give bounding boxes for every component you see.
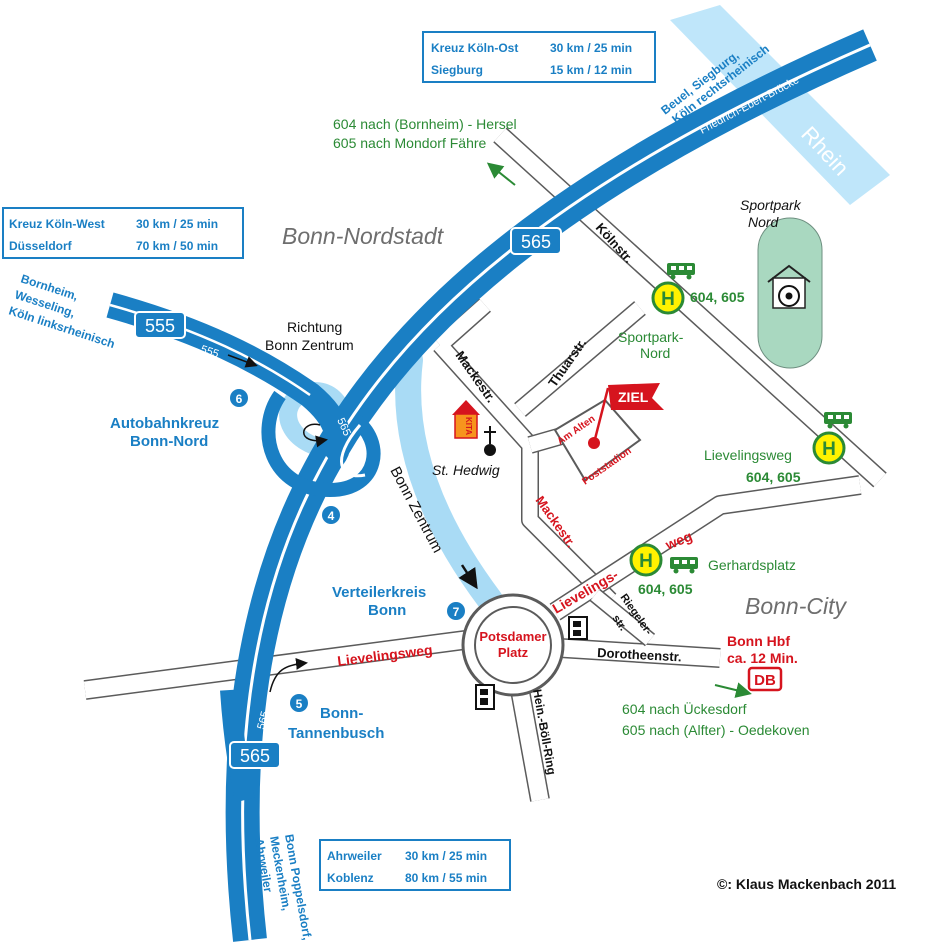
svg-text:565: 565 bbox=[240, 746, 270, 766]
svg-text:ca. 12 Min.: ca. 12 Min. bbox=[727, 650, 798, 666]
bus-stop-sportpark: H 604, 605 Sportpark- Nord bbox=[618, 263, 745, 361]
svg-text:604, 605: 604, 605 bbox=[746, 469, 801, 485]
highway-shield-565-bottom: 565 bbox=[229, 741, 281, 769]
fuel-station-icon bbox=[475, 684, 495, 710]
ramp-555-label: 555 bbox=[199, 343, 220, 360]
bus-stop-gerhardsplatz: H Gerhardsplatz 604, 605 bbox=[629, 543, 796, 597]
svg-text:Ahrweiler: Ahrweiler bbox=[327, 849, 382, 863]
bus-info-top: 604 nach (Bornheim) - Hersel 605 nach Mo… bbox=[333, 116, 517, 186]
kita-icon: KITA bbox=[452, 400, 480, 439]
church-icon: St. Hedwig bbox=[432, 426, 500, 478]
svg-text:604, 605: 604, 605 bbox=[690, 289, 745, 305]
svg-text:30 km / 25 min: 30 km / 25 min bbox=[550, 41, 632, 55]
svg-text:Düsseldorf: Düsseldorf bbox=[9, 239, 73, 253]
svg-text:605 nach Mondorf Fähre: 605 nach Mondorf Fähre bbox=[333, 135, 487, 151]
distance-box-bottom: Ahrweiler 30 km / 25 min Koblenz 80 km /… bbox=[319, 839, 511, 891]
junction-5-line1: Bonn- bbox=[320, 705, 363, 722]
copyright: ©: Klaus Mackenbach 2011 bbox=[717, 876, 896, 892]
district-nordstadt: Bonn-Nordstadt bbox=[282, 223, 445, 249]
svg-text:H: H bbox=[661, 289, 675, 310]
junction-7: 7 Verteilerkreis Bonn bbox=[332, 584, 465, 620]
junction-5-line2: Tannenbusch bbox=[288, 725, 384, 742]
svg-text:Kreuz Köln-West: Kreuz Köln-West bbox=[9, 217, 105, 231]
richtung-label-line1: Richtung bbox=[287, 319, 342, 335]
junction-6: 6 Autobahnkreuz Bonn-Nord bbox=[110, 389, 248, 450]
svg-text:6: 6 bbox=[236, 392, 243, 406]
svg-text:4: 4 bbox=[328, 509, 335, 523]
svg-text:5: 5 bbox=[296, 697, 303, 711]
db-logo: DB bbox=[747, 666, 783, 692]
svg-text:30 km / 25 min: 30 km / 25 min bbox=[405, 849, 487, 863]
svg-text:DB: DB bbox=[754, 672, 776, 689]
svg-text:H: H bbox=[639, 551, 653, 572]
bus-icon bbox=[824, 412, 852, 429]
svg-text:15 km / 12 min: 15 km / 12 min bbox=[550, 63, 632, 77]
bus-stop-lievelingsweg: H Lievelingsweg 604, 605 bbox=[704, 412, 852, 485]
svg-text:Kreuz Köln-Ost: Kreuz Köln-Ost bbox=[431, 41, 518, 55]
svg-text:ZIEL: ZIEL bbox=[618, 389, 649, 405]
sportpark-label-line1: Sportpark bbox=[740, 197, 802, 213]
junction-7-line1: Verteilerkreis bbox=[332, 584, 426, 601]
street-dorotheenstr: Dorotheenstr. bbox=[597, 645, 682, 664]
potsdamer-line2: Platz bbox=[498, 645, 529, 660]
svg-text:555: 555 bbox=[145, 316, 175, 336]
junction-5: 5 Bonn- Tannenbusch bbox=[288, 694, 384, 742]
distance-box-left: Kreuz Köln-West 30 km / 25 min Düsseldor… bbox=[2, 207, 244, 259]
svg-text:604, 605: 604, 605 bbox=[638, 581, 693, 597]
stadium-icon bbox=[767, 264, 811, 309]
svg-text:Sportpark-: Sportpark- bbox=[618, 329, 684, 345]
svg-text:70 km / 50 min: 70 km / 50 min bbox=[136, 239, 218, 253]
bus-icon bbox=[670, 557, 698, 574]
svg-text:H: H bbox=[822, 439, 836, 460]
svg-text:565: 565 bbox=[521, 232, 551, 252]
svg-text:KITA: KITA bbox=[464, 417, 473, 435]
svg-text:Gerhardsplatz: Gerhardsplatz bbox=[708, 557, 796, 573]
potsdamer-platz-roundabout: Potsdamer Platz bbox=[461, 593, 565, 697]
district-city: Bonn-City bbox=[745, 593, 847, 619]
junction-6-line2: Bonn-Nord bbox=[130, 433, 208, 450]
ramp-565-south-label: 565 bbox=[255, 710, 271, 731]
svg-text:Lievelingsweg: Lievelingsweg bbox=[704, 447, 792, 463]
svg-text:Nord: Nord bbox=[640, 345, 670, 361]
church-label: St. Hedwig bbox=[432, 462, 500, 478]
sportpark-label-line2: Nord bbox=[748, 214, 780, 230]
fuel-station-icon bbox=[568, 616, 588, 640]
junction-7-line2: Bonn bbox=[368, 602, 406, 619]
svg-text:80 km / 55 min: 80 km / 55 min bbox=[405, 871, 487, 885]
junction-6-line1: Autobahnkreuz bbox=[110, 415, 219, 432]
svg-text:Bonn Hbf: Bonn Hbf bbox=[727, 633, 790, 649]
richtung-label-line2: Bonn Zentrum bbox=[265, 337, 354, 353]
distance-box-top: Kreuz Köln-Ost 30 km / 25 min Siegburg 1… bbox=[422, 31, 656, 83]
svg-text:604 nach Ückesdorf: 604 nach Ückesdorf bbox=[622, 700, 747, 717]
highway-shield-555: 555 bbox=[134, 311, 186, 339]
potsdamer-line1: Potsdamer bbox=[479, 629, 546, 644]
svg-text:7: 7 bbox=[453, 605, 460, 619]
bus-info-bottom: 604 nach Ückesdorf 605 nach (Alfter) - O… bbox=[622, 682, 810, 738]
ziel-flag: ZIEL bbox=[588, 383, 664, 449]
sportpark-nord-field: Sportpark Nord bbox=[740, 197, 823, 369]
svg-text:604 nach (Bornheim) - Hersel: 604 nach (Bornheim) - Hersel bbox=[333, 116, 517, 132]
junction-4: 4 bbox=[322, 506, 340, 524]
svg-text:30 km / 25 min: 30 km / 25 min bbox=[136, 217, 218, 231]
svg-text:Siegburg: Siegburg bbox=[431, 63, 483, 77]
highway-shield-565-top: 565 bbox=[510, 227, 562, 255]
svg-text:605 nach (Alfter) - Oedekoven: 605 nach (Alfter) - Oedekoven bbox=[622, 722, 810, 738]
svg-text:Koblenz: Koblenz bbox=[327, 871, 374, 885]
bonn-hbf: Bonn Hbf ca. 12 Min. DB bbox=[727, 633, 798, 692]
bus-icon bbox=[667, 263, 695, 280]
